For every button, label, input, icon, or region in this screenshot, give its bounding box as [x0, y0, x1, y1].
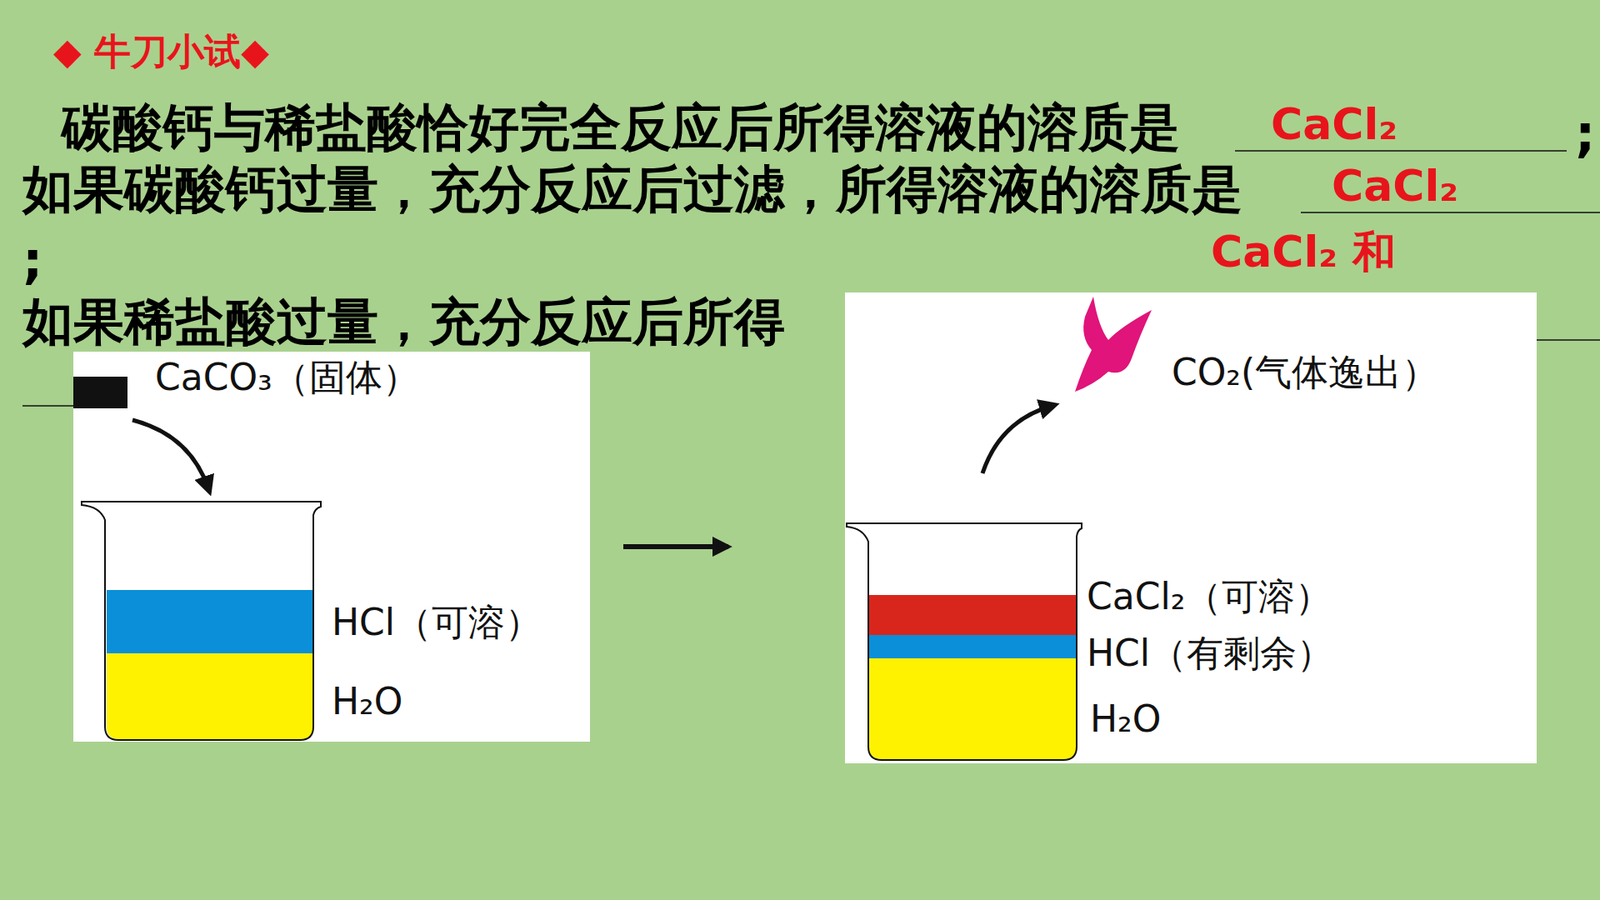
- question-text: 如果稀盐酸过量，充分反应后所得: [22, 292, 785, 351]
- question-text: 碳酸钙与稀盐酸恰好完全反应后所得溶液的溶质是: [61, 98, 1180, 157]
- answer-blank: [22, 150, 1600, 406]
- substance-label: CaCl₂（可溶）: [1086, 575, 1332, 619]
- reaction-arrow: [623, 544, 729, 550]
- substance-label: CO₂(气体逸出）: [1171, 351, 1439, 395]
- question-text: 如果碳酸钙过量，充分反应后过滤，所得溶液的溶质是: [22, 160, 1243, 219]
- salt-band: [869, 595, 1077, 635]
- substance-label: H₂O: [331, 680, 403, 724]
- gas-arrow: [982, 405, 1052, 474]
- solid-block: [73, 376, 128, 409]
- answer-text: CaCl₂ 和: [1210, 227, 1396, 278]
- picture-panel: CO₂(气体逸出） CaCl₂（可溶） HCl（有剩余） H₂O: [845, 292, 1537, 764]
- slide-title: ◆ 牛刀小试◆: [53, 30, 270, 74]
- acid-band: [106, 590, 314, 654]
- water-band: [106, 653, 314, 740]
- water-band: [869, 658, 1077, 760]
- picture-panel: [845, 292, 1537, 764]
- substance-label: HCl（有剩余）: [1086, 632, 1334, 675]
- beaker: [846, 523, 1082, 760]
- picture-panel: CaCO₃（固体） HCl（可溶） H₂O: [73, 351, 590, 742]
- punctuation: ;: [22, 230, 43, 290]
- drop-arrow: [132, 420, 209, 489]
- substance-label: H₂O: [1090, 698, 1161, 741]
- punctuation: ;: [1575, 104, 1595, 163]
- acid-band: [869, 635, 1077, 659]
- picture-panel: [73, 351, 590, 742]
- answer-text: CaCl₂: [1331, 161, 1459, 212]
- answer-text: CaCl₂: [1270, 100, 1398, 150]
- substance-label: HCl（可溶）: [331, 601, 542, 645]
- beaker: [81, 501, 321, 740]
- substance-label: CaCO₃（固体）: [155, 356, 420, 400]
- gas-bubble: [1075, 296, 1152, 392]
